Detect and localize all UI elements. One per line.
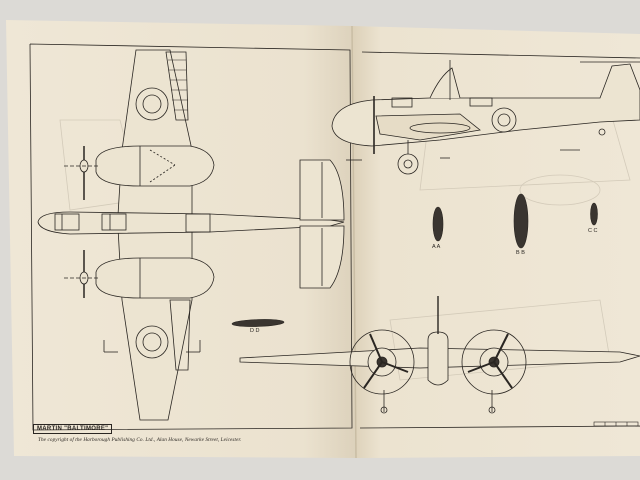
- section-label-cc: C C: [588, 228, 598, 234]
- scale-bar: [593, 421, 639, 427]
- drawing-title: MARTIN "BALTIMORE": [33, 424, 113, 434]
- section-dd-airfoil: [231, 319, 285, 327]
- front-view: [239, 296, 640, 414]
- section-label-bb: B B: [516, 250, 525, 256]
- section-aa-airfoil: [432, 206, 444, 242]
- section-airfoils: [432, 193, 598, 249]
- section-label-aa: A A: [432, 244, 441, 250]
- section-cc-airfoil: [590, 202, 598, 226]
- drawing-border: [29, 43, 640, 431]
- right-sheet: [352, 26, 640, 458]
- side-view: [331, 60, 640, 175]
- section-label-dd: D D: [250, 328, 260, 334]
- center-fold: [351, 25, 357, 459]
- section-bb-airfoil: [513, 193, 529, 249]
- plan-view: [37, 49, 345, 421]
- copyright-notice: The copyright of the Harborough Publishi…: [38, 437, 242, 443]
